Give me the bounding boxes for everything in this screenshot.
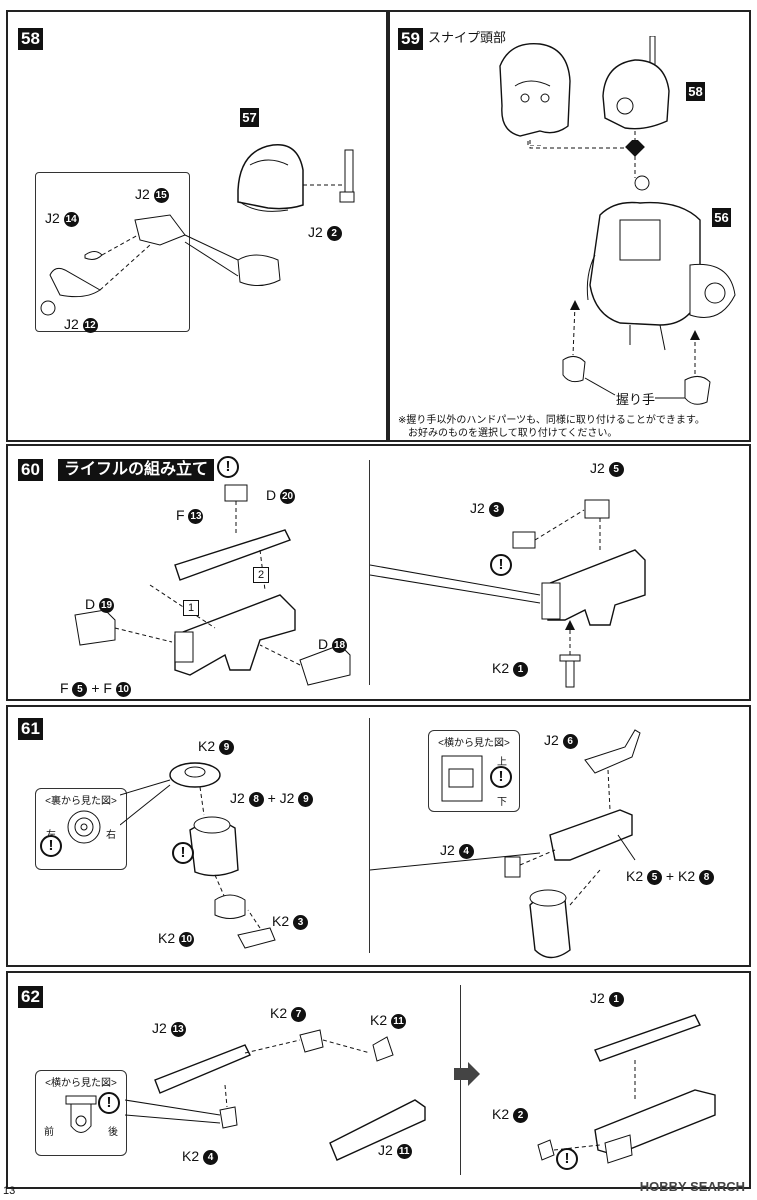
- step-62-panel: [6, 971, 751, 1189]
- label-j2-3-r: J2 3: [470, 500, 504, 517]
- caution-icon-60-b: !: [490, 554, 512, 576]
- label-d-18: D 18: [318, 636, 348, 653]
- label-j2-1: J2 1: [590, 990, 624, 1007]
- step-58-number: 58: [18, 28, 43, 50]
- label-j2-2: J2 2: [308, 224, 342, 241]
- label-j2-11: J2 11: [378, 1142, 412, 1159]
- label-j2-15: J2 15: [135, 186, 169, 203]
- label-f-13: F 13: [176, 507, 204, 524]
- watermark: HOBBY SEARCH: [639, 1179, 745, 1194]
- label-j2-8-plus-j2-9: J2 8 + J2 9: [230, 790, 314, 807]
- step-62-number: 62: [18, 986, 43, 1008]
- label-j2-13: J2 13: [152, 1020, 186, 1037]
- step-59-number: 59: [398, 28, 423, 50]
- label-j2-4-61: J2 4: [440, 842, 474, 859]
- label-front: 前: [44, 1127, 54, 1138]
- rail-62-left-drawing: [125, 1029, 426, 1161]
- scope-61-right-drawing: [370, 729, 641, 959]
- helmet-58-drawing: [602, 36, 670, 144]
- divider-60: [369, 460, 370, 685]
- rifle-60-right-drawing: [370, 499, 646, 688]
- label-right: 右: [106, 830, 116, 841]
- step-59-title: スナイプ頭部: [428, 30, 507, 45]
- scope-61-left-drawing: [120, 762, 276, 949]
- caution-icon-61-b: !: [172, 842, 194, 864]
- label-d-20: D 20: [266, 487, 296, 504]
- note-59-line1: ※握り手以外のハンドパーツも、同様に取り付けることができます。: [398, 415, 705, 426]
- step-60-number: 60: [18, 459, 43, 481]
- label-grip: 握り手: [616, 392, 656, 407]
- substep-2: 2: [253, 567, 269, 583]
- snipe-head-drawing: [499, 42, 571, 146]
- label-j2-5-r: J2 5: [590, 460, 624, 477]
- label-f5-plus-f10: F 5 + F 10: [60, 680, 131, 697]
- divider-61: [369, 718, 370, 953]
- step-60-panel: [6, 444, 751, 701]
- label-j2-14: J2 14: [45, 210, 79, 227]
- label-k2-5-plus-k2-8: K2 5 + K2 8: [626, 868, 714, 885]
- label-k2-9: K2 9: [198, 738, 235, 755]
- step-58-panel: [6, 10, 388, 442]
- note-59-line2: お好みのものを選択して取り付けてください。: [408, 428, 618, 439]
- step-60-title: ライフルの組み立て: [58, 459, 215, 481]
- label-down: 下: [497, 797, 507, 808]
- side-view-61-drawing: [441, 755, 483, 802]
- label-k2-1-r: K2 1: [492, 660, 529, 677]
- label-k2-4-62: K2 4: [182, 1148, 219, 1165]
- label-j2-12: J2 12: [64, 316, 98, 333]
- label-up: 上: [497, 757, 507, 768]
- side-view-62-drawing: [65, 1095, 97, 1133]
- page-number: 13: [3, 1185, 16, 1197]
- label-k2-7: K2 7: [270, 1005, 307, 1022]
- caution-icon-60-a: !: [217, 456, 239, 478]
- label-j2-6: J2 6: [544, 732, 578, 749]
- step-61-panel: [6, 705, 751, 967]
- callout-back-view: <裏から見た図> 左 右: [35, 788, 127, 870]
- label-rear: 後: [108, 1127, 118, 1138]
- ref-57: 57: [240, 108, 259, 127]
- caution-icon-61-a: !: [40, 835, 62, 857]
- grip-hands-drawing: [562, 300, 711, 405]
- substep-1: 1: [183, 600, 199, 616]
- caution-icon-62-b: !: [556, 1148, 578, 1170]
- proceed-arrow-icon: [454, 1062, 480, 1086]
- label-k2-10: K2 10: [158, 930, 195, 947]
- helmet-57-drawing: [237, 143, 355, 212]
- label-d-19: D 19: [85, 596, 115, 613]
- label-k2-11: K2 11: [370, 1012, 407, 1029]
- label-k2-3: K2 3: [272, 913, 309, 930]
- assembly-link-lines-59: [529, 140, 645, 178]
- subparts-58-drawing: [40, 214, 281, 316]
- caution-icon-62-a: !: [98, 1092, 120, 1114]
- rifle-60-left-drawing: [74, 484, 351, 686]
- back-view-drawing: [67, 810, 101, 844]
- label-k2-2: K2 2: [492, 1106, 529, 1123]
- ref-56: 56: [712, 208, 731, 227]
- body-56-drawing: [586, 175, 736, 351]
- step-59-panel: [388, 10, 751, 442]
- ref-58: 58: [686, 82, 705, 101]
- rail-62-right-drawing: [537, 1014, 716, 1164]
- step-61-number: 61: [18, 718, 43, 740]
- caution-icon-61-c: !: [490, 766, 512, 788]
